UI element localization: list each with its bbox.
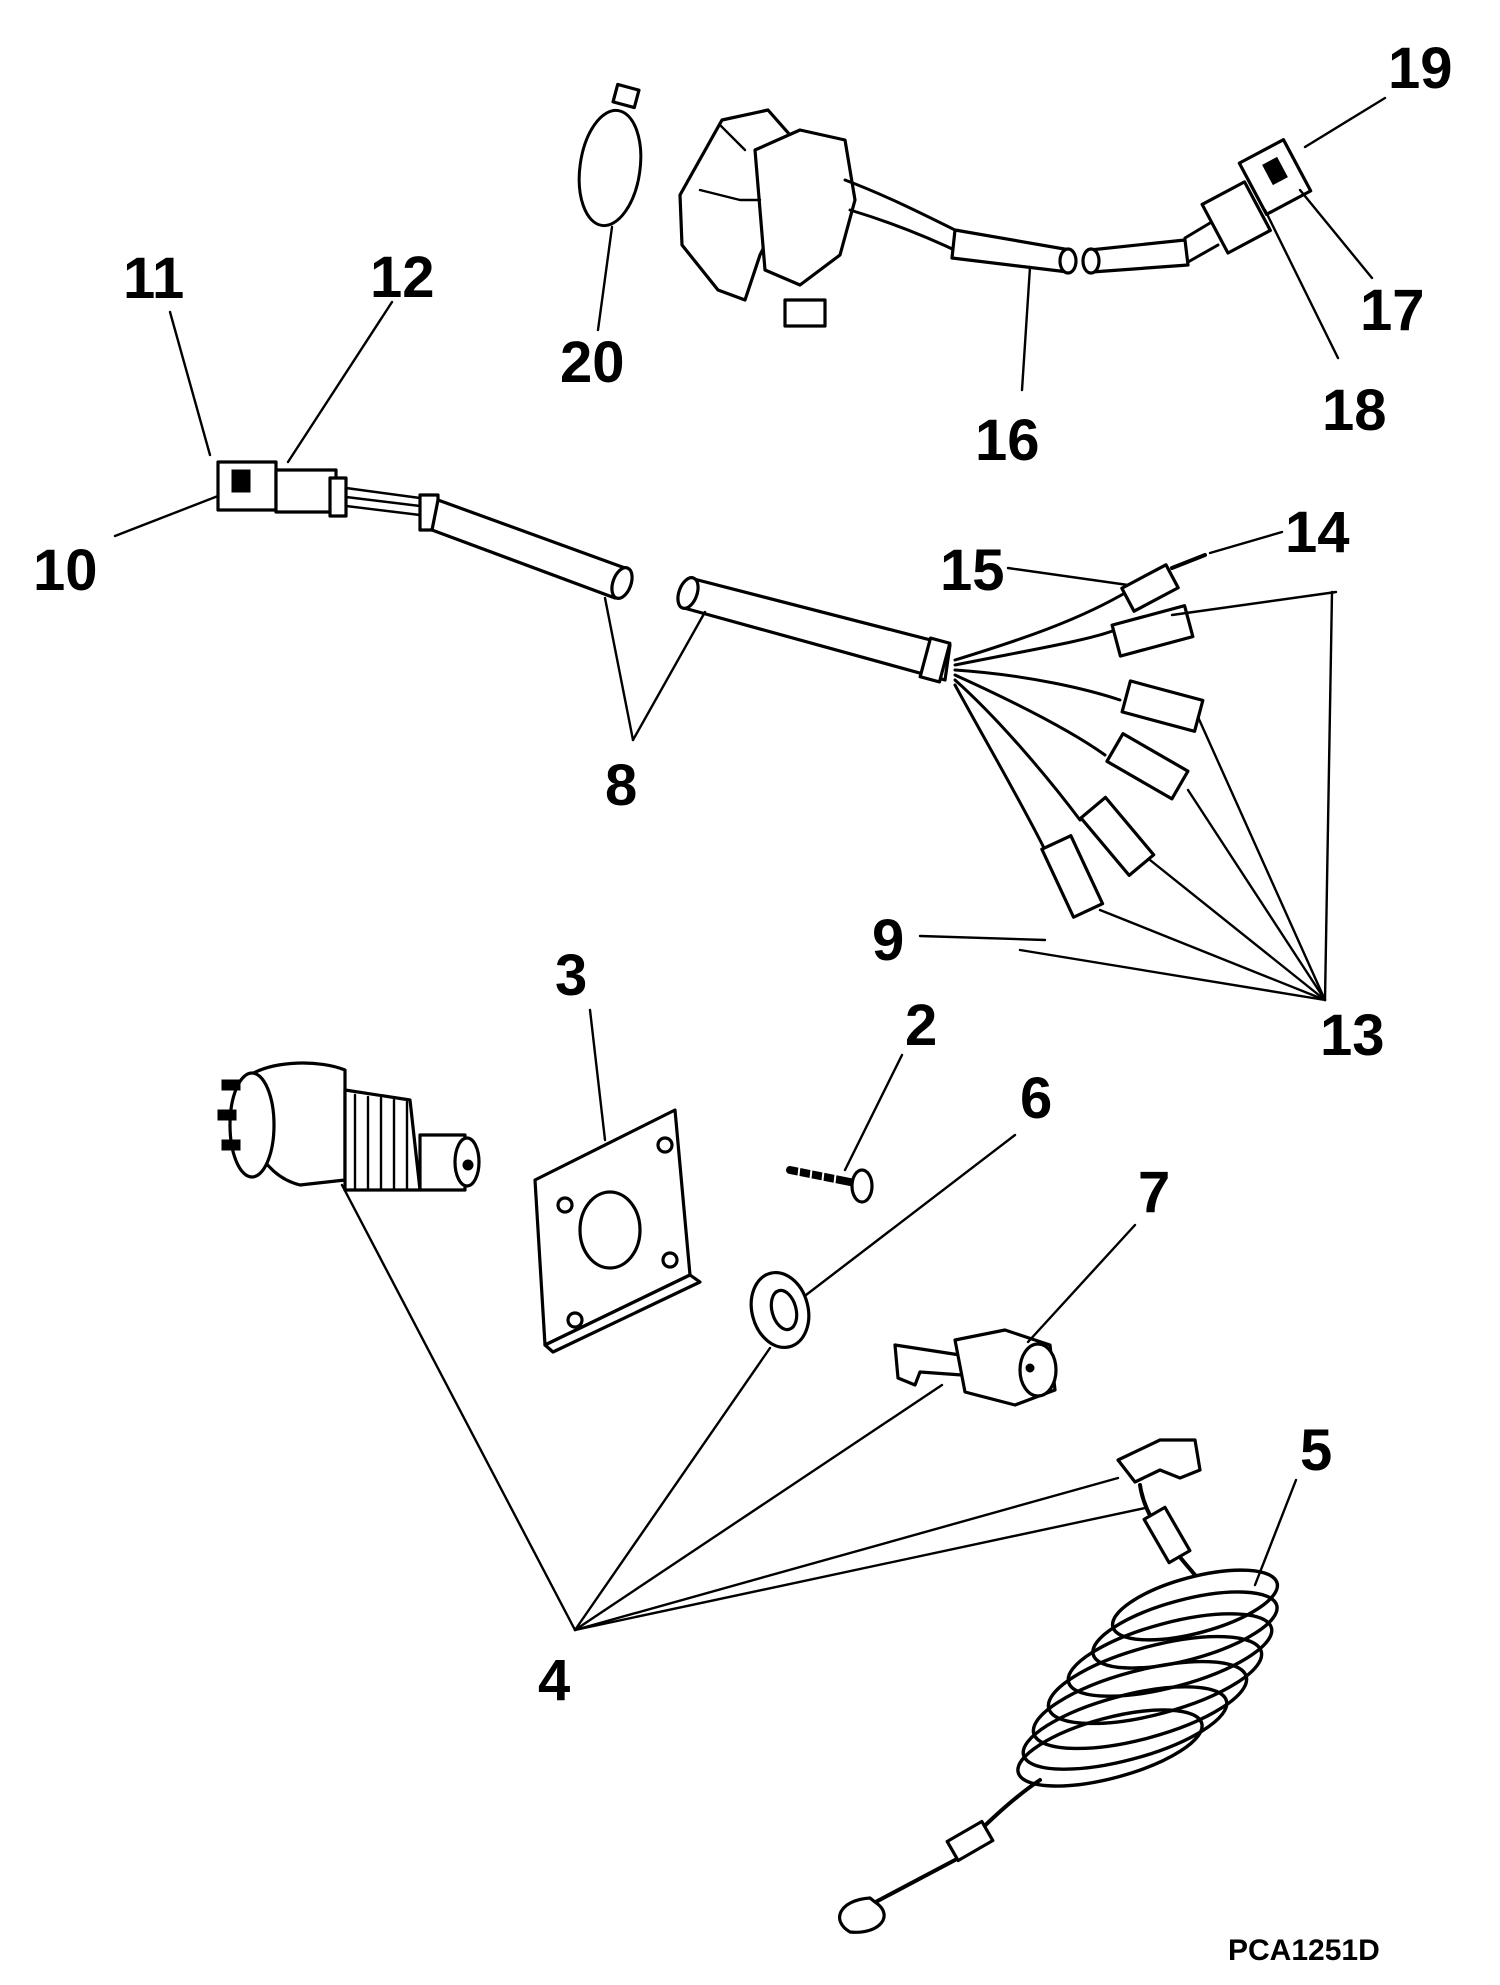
callout-11: 11 xyxy=(123,246,184,311)
nut-icon xyxy=(749,1270,811,1350)
callout-5: 5 xyxy=(1300,1418,1332,1483)
callout-7: 7 xyxy=(1138,1160,1170,1225)
callout-17: 17 xyxy=(1360,278,1425,343)
callout-2: 2 xyxy=(905,993,937,1058)
screw-icon xyxy=(786,1161,874,1204)
key-icon xyxy=(893,1328,1058,1407)
callout-4: 4 xyxy=(538,1648,570,1713)
callout-6: 6 xyxy=(1020,1066,1052,1131)
callout-15: 15 xyxy=(940,538,1005,603)
callout-19: 19 xyxy=(1388,36,1453,101)
callout-14: 14 xyxy=(1285,500,1350,565)
leader-lines xyxy=(113,96,1387,1632)
callout-13: 13 xyxy=(1320,1003,1385,1068)
callout-9: 9 xyxy=(872,908,904,973)
emergency-stop-lanyard-icon xyxy=(838,1438,1280,1934)
figure-reference-code: PCA1251D xyxy=(1228,1934,1380,1967)
callout-18: 18 xyxy=(1322,378,1387,443)
mounting-plate-icon xyxy=(533,1108,702,1354)
wiring-harness-icon xyxy=(216,460,1207,919)
callout-16: 16 xyxy=(975,408,1040,473)
callout-20: 20 xyxy=(560,330,625,395)
callout-10: 10 xyxy=(33,538,98,603)
key-switch-icon xyxy=(217,1061,481,1192)
callout-8: 8 xyxy=(605,753,637,818)
callout-12: 12 xyxy=(370,245,435,310)
switch-box-icon xyxy=(678,108,1313,328)
callout-3: 3 xyxy=(555,943,587,1008)
callout-labels: 19 17 18 16 20 11 12 10 14 15 8 9 13 3 2… xyxy=(33,36,1453,1713)
cable-tie-icon xyxy=(577,82,643,228)
